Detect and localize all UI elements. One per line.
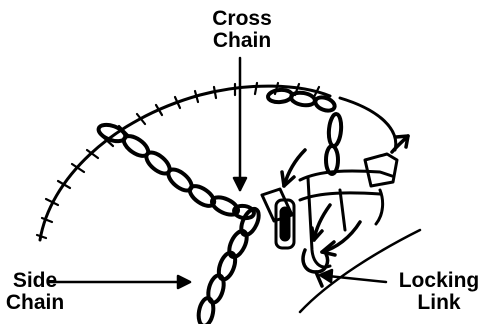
cross-chain-label-line2: Chain	[192, 30, 292, 52]
locking-link	[303, 250, 327, 286]
cross-chain-arrowhead	[234, 178, 246, 190]
cross-chain-upper	[268, 89, 343, 174]
side-chain-arrowhead	[178, 276, 190, 288]
side-chain-label: Side Chain	[0, 270, 70, 314]
locking-link-label: Locking Link	[384, 270, 494, 314]
side-chain-label-line1: Side	[0, 270, 70, 292]
locking-link-label-line1: Locking	[384, 270, 494, 292]
cross-chain-label-line1: Cross	[192, 8, 292, 30]
locking-link-label-line2: Link	[384, 292, 494, 314]
side-chain	[197, 206, 263, 324]
lever-hook	[365, 154, 397, 224]
cross-chain-label: Cross Chain	[192, 8, 292, 52]
side-chain-label-line2: Chain	[0, 292, 70, 314]
cross-chain	[96, 122, 254, 220]
